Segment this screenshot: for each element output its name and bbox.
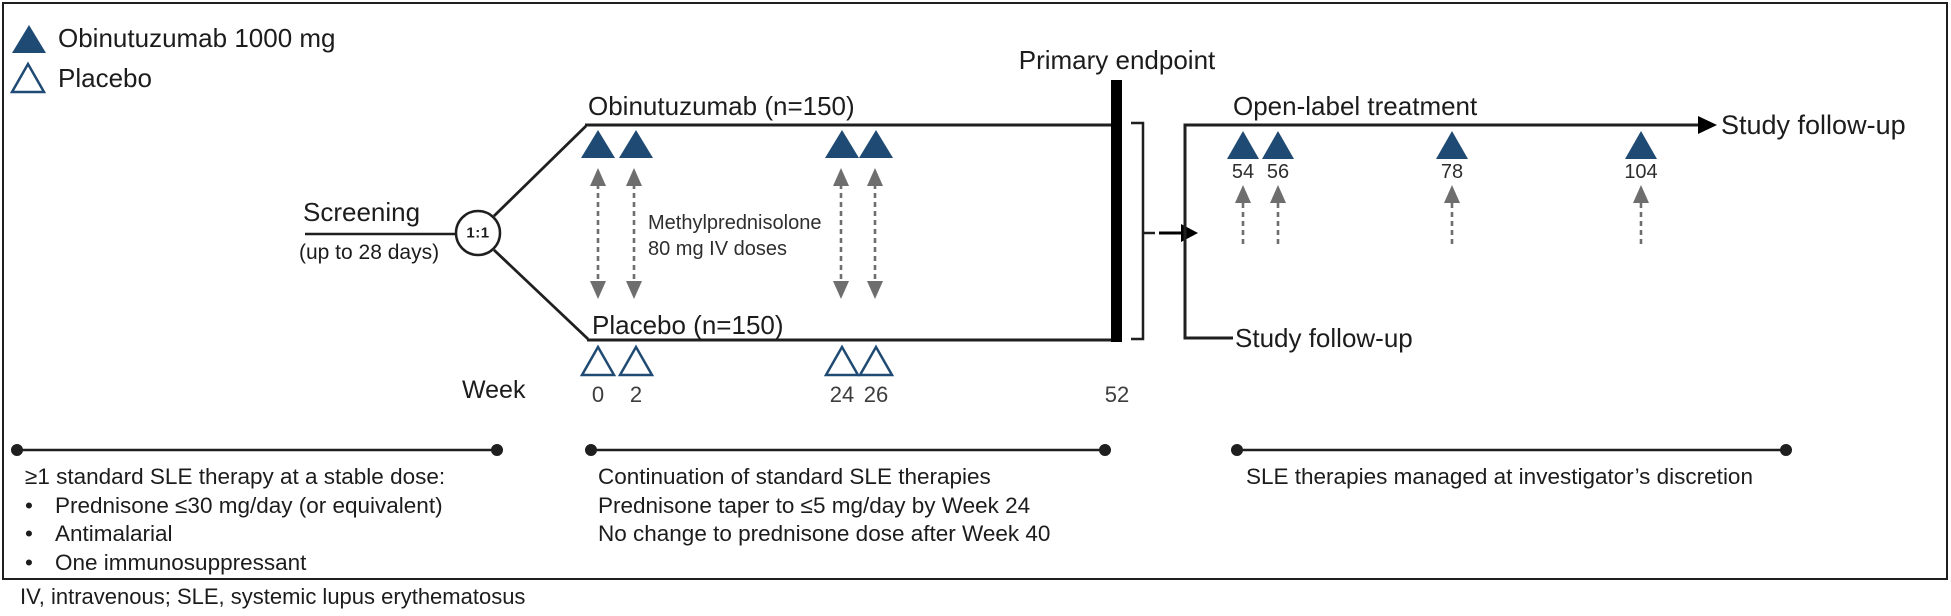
phase-span-lines: [11, 444, 1792, 456]
phase-2-line-2: Prednisone taper to ≤5 mg/day by Week 24: [598, 492, 1031, 518]
figure-border: [2, 2, 1948, 580]
placebo-dose-triangle-icons: [579, 344, 895, 377]
primary-endpoint-bar: [1111, 80, 1122, 342]
phase-1-title: ≥1 standard SLE therapy at a stable dose…: [25, 464, 446, 489]
open-label-week-78: 78: [1440, 161, 1464, 183]
phase-1-bullet-1: • Prednisone ≤30 mg/day (or equivalent): [25, 492, 445, 521]
open-label-treatment-label: Open-label treatment: [1233, 91, 1478, 121]
methylprednisolone-line1: Methylprednisolone: [648, 212, 822, 234]
phase-1-block: ≥1 standard SLE therapy at a stable dose…: [25, 463, 445, 577]
phase-1-bullet-3: • One immunosuppressant: [25, 549, 445, 578]
screening-label: Screening: [303, 197, 421, 227]
phase-2-line-3: No change to prednisone dose after Week …: [598, 521, 1051, 546]
legend-filled-triangle-icon: [12, 25, 46, 53]
week-tick-52: 52: [1104, 382, 1130, 407]
phase-1-bullet-2-text: Antimalarial: [55, 521, 173, 546]
abbreviations-footnote: IV, intravenous; SLE, systemic lupus ery…: [20, 584, 526, 609]
open-label-week-104: 104: [1624, 161, 1658, 183]
phase-1-bullet-2: • Antimalarial: [25, 520, 445, 549]
randomization-ratio-label: 1:1: [466, 224, 490, 242]
randomization-circle: [454, 209, 502, 257]
transition-arrow-icon: [1159, 224, 1198, 242]
week-tick-0: 0: [591, 382, 605, 407]
primary-endpoint-label: Primary endpoint: [1018, 45, 1216, 75]
placebo-arm-label: Placebo (n=150): [592, 310, 784, 340]
bullet-icon: •: [25, 492, 33, 518]
open-label-week-54: 54: [1231, 161, 1255, 183]
open-label-followup-label: Study follow-up: [1721, 110, 1906, 140]
week-tick-24: 24: [829, 382, 855, 407]
obinutuzumab-arm-label: Obinutuzumab (n=150): [588, 91, 855, 121]
legend-open-triangle-icon: [9, 61, 47, 94]
branch-lines: [493, 124, 589, 341]
open-label-dose-triangle-icons: [1227, 131, 1657, 159]
phase-3-line-1: SLE therapies managed at investigator’s …: [1246, 464, 1753, 489]
week-axis-label: Week: [462, 376, 526, 404]
bullet-icon: •: [25, 549, 33, 575]
legend-label-obinutuzumab: Obinutuzumab 1000 mg: [58, 23, 336, 53]
phase-1-bullet-3-text: One immunosuppressant: [55, 549, 307, 575]
legend-label-placebo: Placebo: [58, 63, 152, 93]
methylprednisolone-line2: 80 mg IV doses: [648, 238, 787, 260]
phase-2-line-1: Continuation of standard SLE therapies: [598, 464, 991, 489]
phase-2-block: Continuation of standard SLE therapies P…: [598, 463, 1050, 549]
phase-3-block: SLE therapies managed at investigator’s …: [1246, 463, 1753, 492]
open-label-bracket-and-line: [1183, 116, 1717, 340]
week-tick-26: 26: [863, 382, 889, 407]
open-label-arrow-icons: [1235, 185, 1649, 247]
phase-1-bullet-1-text: Prednisone ≤30 mg/day (or equivalent): [55, 492, 443, 518]
screening-sublabel: (up to 28 days): [299, 241, 440, 264]
obinutuzumab-dose-triangle-icons: [581, 130, 893, 158]
methylprednisolone-arrow-icons: [590, 168, 883, 299]
closing-bracket: [1131, 121, 1155, 341]
methylprednisolone-note: Methylprednisolone 80 mg IV doses: [648, 210, 821, 262]
week-tick-2: 2: [629, 382, 643, 407]
open-label-week-56: 56: [1266, 161, 1290, 183]
study-followup-label: Study follow-up: [1235, 323, 1413, 353]
bullet-icon: •: [25, 521, 33, 546]
